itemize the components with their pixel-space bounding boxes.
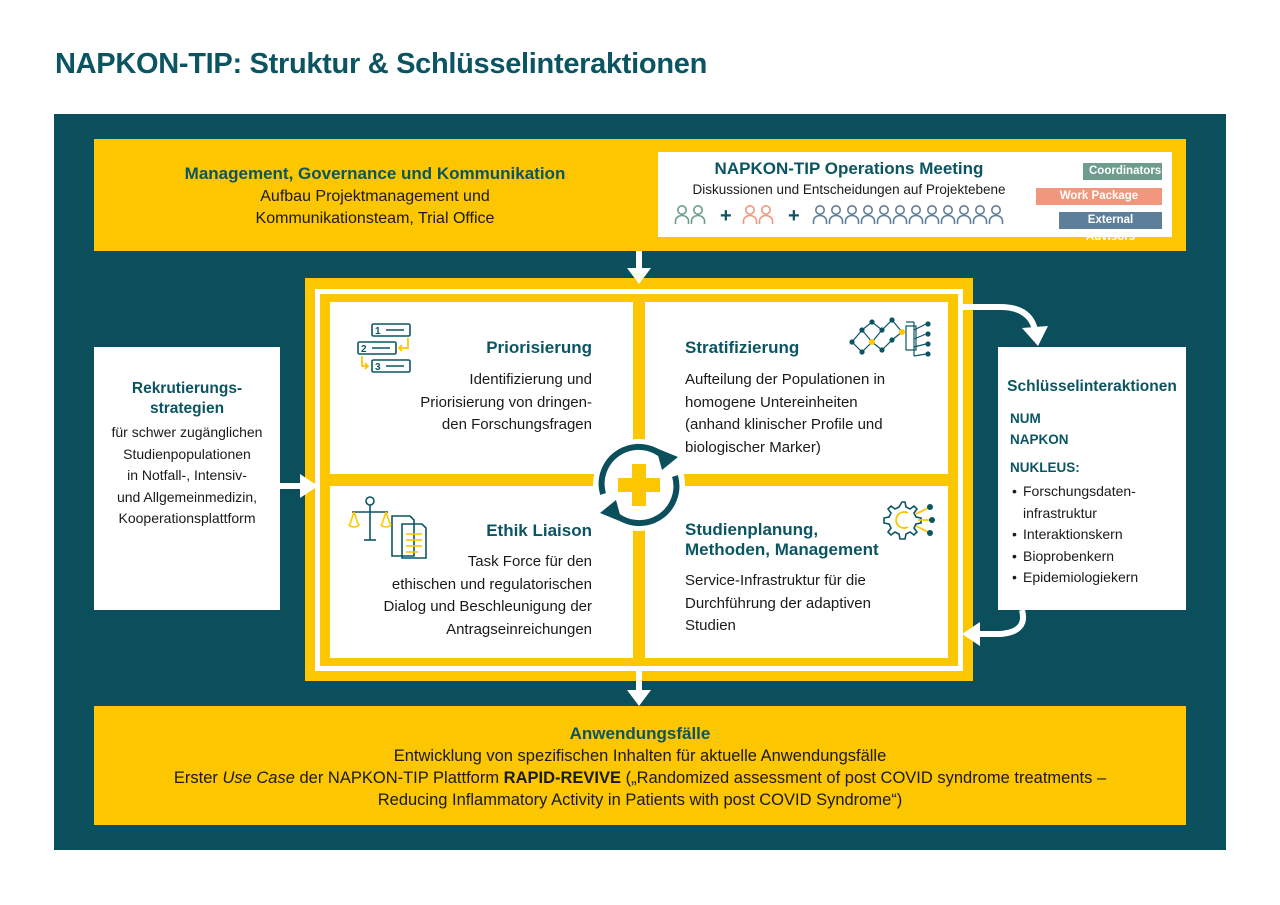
priority-label-3: 3 (375, 362, 381, 373)
studienplanung-line: Durchführung der adaptiven (685, 594, 871, 612)
use-cases-line-1: Entwicklung von spezifischen Inhalten fü… (393, 747, 887, 765)
use-cases-title: Anwendungsfälle (569, 724, 711, 743)
studienplanung-title-line-2: Methoden, Management (685, 540, 879, 559)
quadrant-priorisierung (330, 302, 633, 474)
ethik-title: Ethik Liaison (486, 521, 592, 540)
nukleus-item-text: Forschungsdaten- (1023, 483, 1136, 499)
use-case-mid: der NAPKON-TIP Plattform (294, 769, 504, 787)
priorisierung-line: Identifizierung und (469, 371, 592, 388)
priority-label-2: 2 (361, 344, 367, 355)
legend-coordinators: Coordinators (1083, 163, 1162, 180)
management-line-2: Kommunikationsteam, Trial Office (255, 210, 495, 227)
nukleus-item-text: infrastruktur (1023, 504, 1097, 521)
nukleus-item: Bioprobenkern (1012, 546, 1182, 568)
management-description: Aufbau Projektmanagement und Kommunikati… (94, 186, 656, 230)
studienplanung-line: Service-Infrastruktur für die (685, 572, 866, 589)
legend-external-advisors: External Advisors (1059, 212, 1162, 243)
recruitment-title-line-2: strategien (149, 400, 225, 417)
plus-sign-1: + (720, 205, 732, 227)
recruitment-line: Kooperationsplattform (118, 510, 256, 526)
arrow-down-top-icon (627, 251, 651, 284)
stratifizierung-line: (anhand klinischer Profile und (685, 416, 883, 433)
stratification-network-icon (849, 317, 931, 357)
participants-icon-row: + + (674, 205, 1004, 227)
arrow-out-to-key-interactions-icon (963, 304, 1048, 346)
stratifizierung-line: Aufteilung der Populationen in (685, 371, 886, 388)
arrow-right-left-icon (280, 474, 318, 498)
recruitment-line: in Notfall-, Intensiv- (127, 467, 247, 483)
key-interaction-num: NUM (1010, 411, 1041, 426)
nukleus-item: Forschungsdaten-infrastruktur (1012, 481, 1182, 524)
use-cases-line-2: Erster Use Case der NAPKON-TIP Plattform… (94, 768, 1186, 789)
use-case-rapid-revive: RAPID-REVIVE (503, 769, 622, 787)
quadrant-ethik (330, 486, 633, 658)
operations-meeting-title: NAPKON-TIP Operations Meeting (714, 159, 984, 178)
priorisierung-title: Priorisierung (486, 338, 592, 357)
quadrant-stratifizierung (645, 302, 948, 474)
recruitment-title-line-1: Rekrutierungs- (131, 380, 243, 397)
studienplanung-line: Studien (685, 617, 736, 634)
priority-label-1: 1 (375, 326, 381, 337)
methods-gear-icon (883, 501, 935, 540)
recruitment-line: für schwer zugänglichen (111, 424, 263, 440)
arrow-down-bottom-icon (627, 671, 651, 706)
stratifizierung-line: homogene Untereinheiten (685, 393, 858, 411)
recruitment-line: und Allgemeinmedizin, (116, 488, 258, 505)
priorisierung-line: den Forschungsfragen (441, 416, 592, 433)
page-title: NAPKON-TIP: Struktur & Schlüsselinterakt… (55, 48, 707, 80)
legend-work-package-leaders: Work Package leaders (1036, 188, 1162, 219)
management-title: Management, Governance und Kommunikation (184, 164, 566, 183)
ethik-line: Task Force für den (467, 553, 592, 570)
nukleus-item-text: Interaktionskern (1023, 526, 1123, 542)
use-cases-band (94, 706, 1186, 825)
use-case-italic: Use Case (222, 769, 295, 787)
nukleus-item-text: Bioprobenkern (1023, 547, 1115, 564)
cycle-plus-icon (593, 439, 685, 531)
ethik-line: Dialog und Beschleunigung der (383, 598, 592, 615)
studienplanung-description: Service-Infrastruktur für die Durchführu… (685, 570, 945, 638)
key-interactions-title: Schlüsselinteraktionen (1007, 378, 1177, 395)
key-interaction-napkon: NAPKON (1010, 432, 1069, 447)
nukleus-list: Forschungsdaten-infrastruktur Interaktio… (1012, 481, 1182, 589)
use-case-rest: („Randomized assessment of post COVID sy… (621, 769, 1107, 787)
recruitment-box (94, 347, 280, 610)
studienplanung-title-line-1: Studienplanung, (685, 520, 819, 539)
priorisierung-description: Identifizierung und Priorisierung von dr… (340, 369, 592, 437)
stratifizierung-description: Aufteilung der Populationen in homogene … (685, 369, 945, 459)
priorisierung-line: Priorisierung von dringen- (420, 393, 592, 411)
nukleus-item: Epidemiologiekern (1012, 567, 1182, 589)
recruitment-line: Studienpopulationen (123, 445, 251, 462)
stratifizierung-line: biologischer Marker) (685, 438, 821, 456)
priority-list-icon: 1 2 3 (357, 323, 411, 373)
ethik-line: ethischen und regulatorischen (391, 575, 592, 593)
plus-sign-2: + (788, 205, 800, 227)
ethics-scale-documents-icon (348, 496, 427, 559)
recruitment-description: für schwer zugänglichen Studienpopulatio… (94, 422, 280, 530)
ethik-description: Task Force für den ethischen und regulat… (340, 551, 592, 641)
recruitment-title: Rekrutierungs- strategien (94, 379, 280, 419)
ethik-line: Antragseinreichungen (446, 620, 592, 638)
studienplanung-title: Studienplanung, Methoden, Management (685, 520, 905, 560)
nukleus-item-text: Epidemiologiekern (1023, 569, 1139, 585)
management-line-1: Aufbau Projektmanagement und (260, 188, 490, 205)
nukleus-item: Interaktionskern (1012, 524, 1182, 546)
arrow-back-from-key-interactions-icon (962, 609, 1026, 646)
nukleus-label: NUKLEUS: (1010, 460, 1080, 475)
operations-meeting-subtitle: Diskussionen und Entscheidungen auf Proj… (692, 182, 1006, 197)
use-cases-line-3: Reducing Inflammatory Activity in Patien… (377, 791, 903, 809)
use-case-prefix: Erster (173, 769, 223, 787)
stratifizierung-title: Stratifizierung (685, 338, 800, 357)
